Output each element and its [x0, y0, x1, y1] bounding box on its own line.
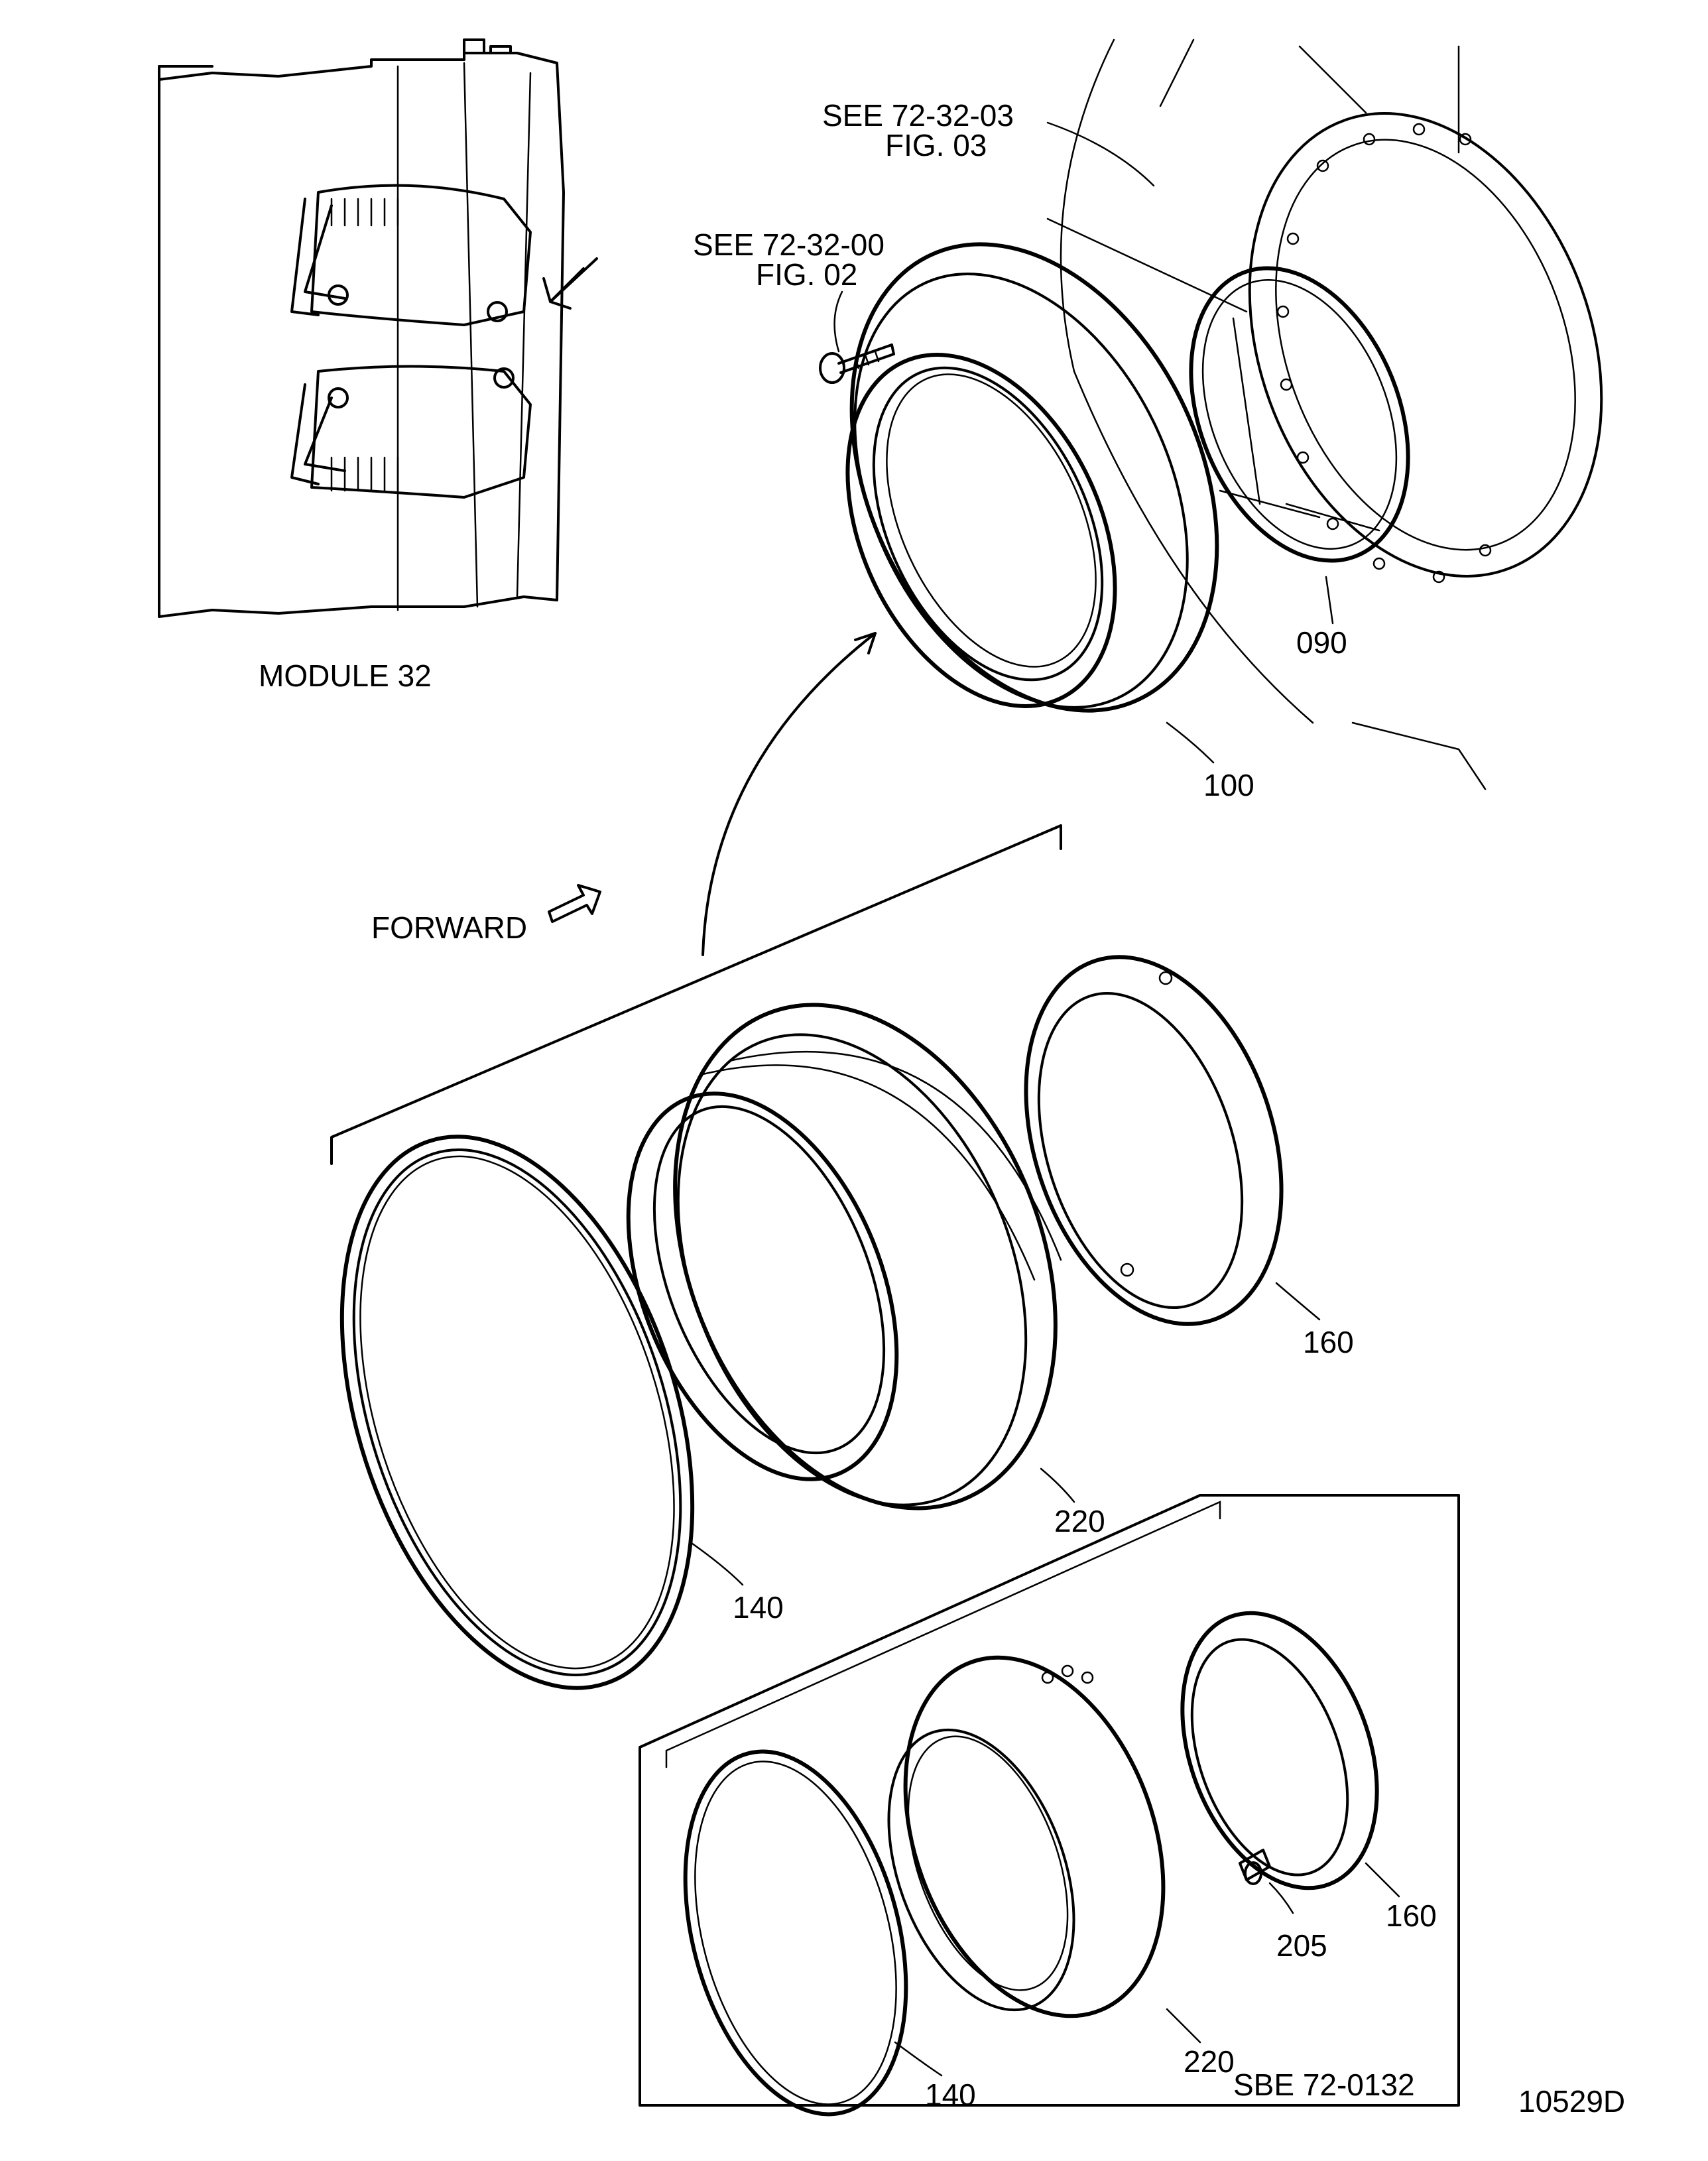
figure-id: 10529D [1518, 2084, 1625, 2119]
callout-140-a: 140 [733, 1590, 784, 1625]
ring-holes [1276, 123, 1492, 584]
part-205-plug [1239, 1849, 1271, 1885]
callout-160-a: 160 [1303, 1325, 1354, 1359]
callout-100: 100 [1203, 768, 1254, 802]
callout-160-b: 160 [1386, 1898, 1437, 1933]
part-090-ring [1189, 266, 1410, 563]
part-160-retainer [1024, 955, 1284, 1326]
module-32-inset: MODULE 32 [158, 38, 598, 693]
see-ref-1-line2: FIG. 03 [885, 128, 987, 162]
part-160-retainer-variant [1180, 1611, 1379, 1890]
installed-assembly [702, 38, 1603, 956]
forward-label: FORWARD [371, 910, 527, 945]
part-220-housing-variant [903, 1655, 1166, 2018]
sbe-label: SBE 72-0132 [1233, 2068, 1415, 2102]
sbe-variant-box [639, 1494, 1460, 2117]
part-140-seal-ring-variant [683, 1749, 908, 2117]
callout-140-b: 140 [925, 2077, 976, 2112]
inset-caption: MODULE 32 [259, 658, 432, 693]
exploded-set [330, 824, 1321, 1690]
part-140-seal-ring [339, 1135, 695, 1690]
see-ref-1-line1: SEE 72-32-03 [822, 98, 1014, 133]
see-ref-2-line1: SEE 72-32-00 [693, 227, 884, 262]
callout-220-b: 220 [1184, 2044, 1235, 2079]
bolt [819, 343, 895, 384]
part-100-bore [845, 353, 1117, 708]
see-ref-2-line2: FIG. 02 [756, 257, 857, 292]
part-220-bore [626, 1091, 899, 1481]
callout-220-a: 220 [1054, 1504, 1105, 1538]
callout-205: 205 [1276, 1928, 1327, 1963]
callout-090: 090 [1296, 625, 1347, 660]
